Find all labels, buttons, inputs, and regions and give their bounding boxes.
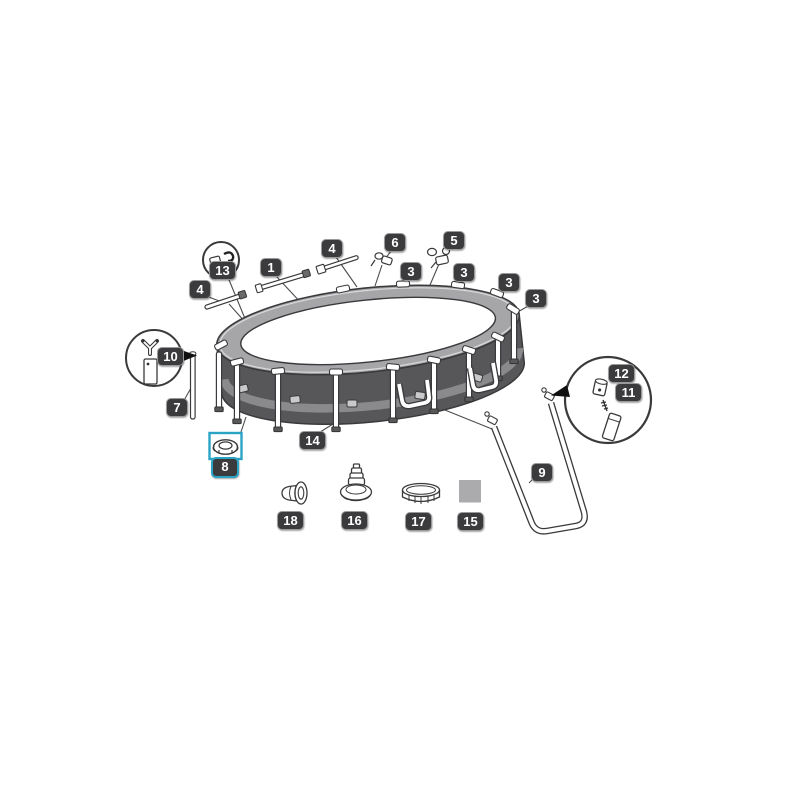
callout-8-selected[interactable]: 8 <box>211 457 239 478</box>
callout-6[interactable]: 6 <box>384 233 406 252</box>
rail-joints <box>214 280 520 376</box>
part-8-selected-drawing[interactable] <box>208 431 243 461</box>
callout-3-3[interactable]: 3 <box>498 273 520 292</box>
leg-cap-part-icon <box>212 439 239 455</box>
pointer-wedge <box>551 385 570 397</box>
beam-part-4-left <box>204 290 248 310</box>
callout-15[interactable]: 15 <box>457 512 484 531</box>
callout-12[interactable]: 12 <box>608 364 635 383</box>
callout-1[interactable]: 1 <box>260 258 282 277</box>
screw-icon <box>600 399 609 412</box>
pool-u-braces <box>395 362 500 410</box>
leg-tube-icon <box>601 412 622 442</box>
pointer-wedge <box>181 350 197 362</box>
beam-part-1 <box>254 268 311 294</box>
leg-cap-icon <box>592 378 608 397</box>
callout-3-2[interactable]: 3 <box>453 263 475 282</box>
callout-4-left[interactable]: 4 <box>189 280 211 299</box>
callout-3-1[interactable]: 3 <box>400 262 422 281</box>
clip-pin-icon <box>223 251 235 263</box>
callout-3-4[interactable]: 3 <box>525 289 547 308</box>
pool-band <box>220 347 524 413</box>
callout-4-right[interactable]: 4 <box>321 239 343 258</box>
pool-drawing <box>214 280 525 433</box>
pool-interior <box>240 296 497 366</box>
callout-9[interactable]: 9 <box>531 463 553 482</box>
callout-14[interactable]: 14 <box>299 431 326 450</box>
part-6-clamp <box>370 252 393 267</box>
part-15-pad-square <box>459 480 481 503</box>
callout-10[interactable]: 10 <box>157 347 184 366</box>
part-7-pole <box>189 351 197 420</box>
beam-part-4-right <box>315 255 359 275</box>
part-16-valve-adapter-drawing <box>339 463 373 502</box>
callout-5[interactable]: 5 <box>443 231 465 250</box>
callout-17[interactable]: 17 <box>405 512 432 531</box>
callout-18[interactable]: 18 <box>277 511 304 530</box>
rope-ratchet-icon <box>141 339 159 356</box>
leg-top-icon <box>143 358 158 385</box>
callout-16[interactable]: 16 <box>341 511 368 530</box>
callout-11[interactable]: 11 <box>615 383 642 402</box>
part-17-strainer-cap-drawing <box>401 482 441 504</box>
part-18-drain-plug-drawing <box>281 481 308 505</box>
callout-7[interactable]: 7 <box>166 398 188 417</box>
part-9-u-brace <box>484 387 588 535</box>
callout-13[interactable]: 13 <box>209 261 236 280</box>
part-5-clamp <box>426 246 451 269</box>
detail-circle-10 <box>125 329 197 387</box>
